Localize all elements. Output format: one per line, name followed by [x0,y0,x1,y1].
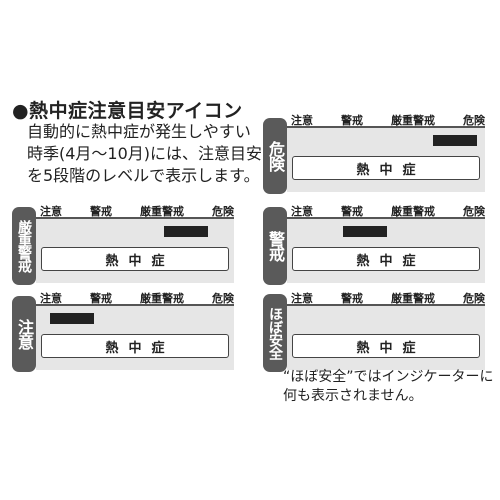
icon-panel-danger: 注意 警戒 厳重警戒 危険 熱中症 危険 [263,112,485,194]
indicator-display: 熱中症 [287,304,485,370]
level-labels: 注意 警戒 厳重警戒 危険 [40,290,234,306]
level-label-severe: 厳重警戒 [391,292,435,305]
level-indicator-bar [164,226,208,237]
level-tab-safe: ほぼ安全 [263,294,287,372]
heatstroke-label: 熱中症 [292,156,480,180]
icon-panel-warning: 注意 警戒 厳重警戒 危険 熱中症 警戒 [263,203,485,285]
level-label-warning: 警戒 [90,205,112,218]
level-labels: 注意 警戒 厳重警戒 危険 [40,203,234,219]
level-indicator-bar [343,226,387,237]
level-label-severe: 厳重警戒 [391,114,435,127]
level-tab-danger: 危険 [263,118,287,194]
level-label-danger: 危険 [463,114,485,127]
level-label-warning: 警戒 [341,114,363,127]
level-label-warning: 警戒 [90,292,112,305]
heatstroke-label: 熱中症 [292,334,480,358]
level-tab-warning: 警戒 [263,207,287,285]
level-indicator-bar [433,135,477,146]
indicator-display: 熱中症 [36,304,234,370]
level-labels: 注意 警戒 厳重警戒 危険 [291,112,485,128]
level-label-caution: 注意 [40,292,62,305]
level-label-caution: 注意 [291,114,313,127]
heatstroke-label: 熱中症 [292,247,480,271]
icon-panel-safe: 注意 警戒 厳重警戒 危険 熱中症 ほぼ安全 [263,290,485,372]
level-label-severe: 厳重警戒 [391,205,435,218]
heatstroke-label: 熱中症 [41,334,229,358]
safe-level-note: “ほぼ安全”ではインジケーターに 何も表示されません。 [283,369,494,404]
indicator-display: 熱中症 [36,217,234,283]
icon-panel-severe: 注意 警戒 厳重警戒 危険 熱中症 厳重警戒 [12,203,234,285]
icon-panel-caution: 注意 警戒 厳重警戒 危険 熱中症 注意 [12,290,234,372]
level-label-caution: 注意 [291,205,313,218]
heatstroke-label: 熱中症 [41,247,229,271]
level-label-severe: 厳重警戒 [140,205,184,218]
level-tab-severe: 厳重警戒 [12,207,36,285]
level-labels: 注意 警戒 厳重警戒 危険 [291,290,485,306]
level-label-severe: 厳重警戒 [140,292,184,305]
level-labels: 注意 警戒 厳重警戒 危険 [291,203,485,219]
description-text: 自動的に熱中症が発生しやすい 時季(4月〜10月)には、注意目安 を5段階のレベ… [27,122,263,185]
level-tab-caution: 注意 [12,296,36,372]
level-label-warning: 警戒 [341,205,363,218]
page-title: ●熱中症注意目安アイコン [12,100,243,122]
level-label-danger: 危険 [463,292,485,305]
level-label-warning: 警戒 [341,292,363,305]
level-label-danger: 危険 [212,292,234,305]
level-indicator-bar [50,313,94,324]
level-label-danger: 危険 [212,205,234,218]
level-label-caution: 注意 [291,292,313,305]
level-label-danger: 危険 [463,205,485,218]
indicator-display: 熱中症 [287,126,485,192]
level-label-caution: 注意 [40,205,62,218]
indicator-display: 熱中症 [287,217,485,283]
